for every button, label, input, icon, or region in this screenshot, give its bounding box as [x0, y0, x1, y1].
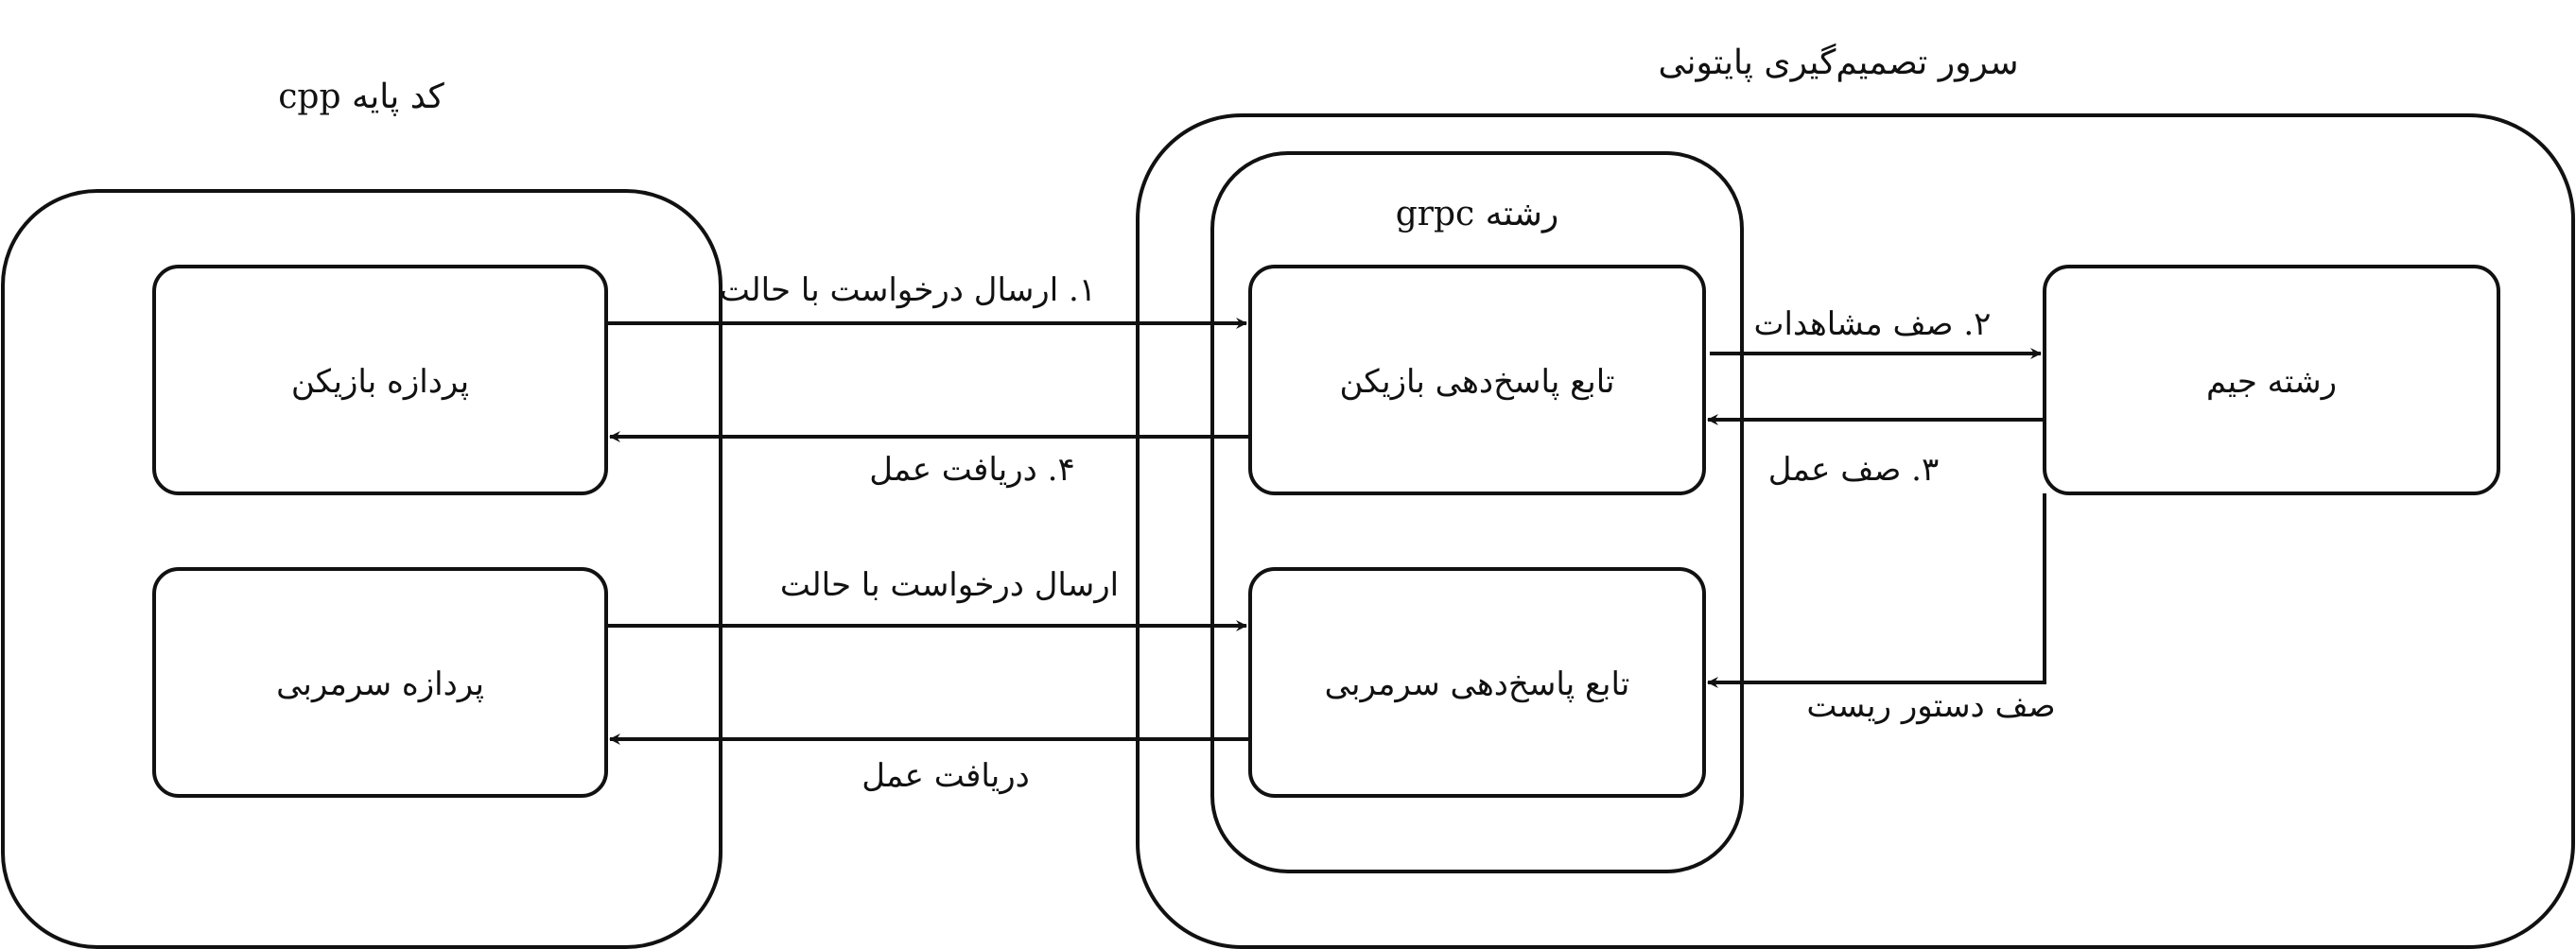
cpp-base-title: کد پایه cpp	[278, 78, 444, 116]
edge-reset-command-queue	[1707, 493, 2046, 688]
coach-responder-node	[1248, 567, 1706, 798]
player-responder-node	[1248, 265, 1706, 495]
edge-reset-label: صف دستور ریست	[1806, 687, 2055, 725]
gym-thread-label: رشته جیم	[2206, 363, 2337, 401]
python-server-title: سرور تصمیم‌گیری پایتونی	[1658, 43, 2018, 82]
coach-process-label: پردازه سرمربی	[276, 665, 484, 703]
edge-2-label: ۲. صف مشاهدات	[1754, 305, 1992, 343]
gym-thread-node	[2043, 265, 2500, 495]
player-responder-label: تابع پاسخ‌دهی بازیکن	[1339, 363, 1614, 401]
edge-3-label: ۳. صف عمل	[1768, 451, 1939, 489]
player-process-node	[152, 265, 608, 495]
edge-4-label: ۴. دریافت عمل	[869, 451, 1074, 489]
edge-coach-send-label: ارسال درخواست با حالت	[780, 566, 1119, 604]
grpc-thread-title: رشته grpc	[1396, 195, 1559, 233]
player-process-label: پردازه بازیکن	[291, 363, 469, 401]
edge-coach-receive-label: دریافت عمل	[862, 757, 1030, 795]
coach-process-node	[152, 567, 608, 798]
edge-1-label: ۱. ارسال درخواست با حالت	[720, 271, 1096, 309]
coach-responder-label: تابع پاسخ‌دهی سرمربی	[1325, 665, 1630, 703]
